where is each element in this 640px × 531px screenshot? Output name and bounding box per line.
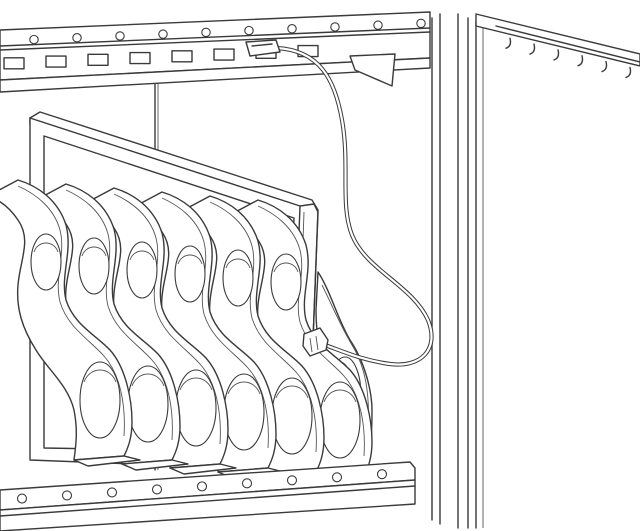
divider-cutout-lower bbox=[319, 381, 361, 459]
door-rail-hook bbox=[577, 55, 584, 67]
divider-cutout-lower-rim bbox=[227, 381, 261, 395]
divider-cutout-upper-rim bbox=[33, 242, 59, 253]
door-rail bbox=[475, 13, 640, 79]
divider-cutout-lower-rim bbox=[179, 377, 213, 391]
door-rail-hook bbox=[625, 66, 632, 79]
divider-cutout-lower-rim bbox=[323, 389, 357, 403]
divider-foot bbox=[121, 459, 189, 471]
usb-cable bbox=[245, 39, 434, 367]
door-rail-hook bbox=[529, 43, 536, 55]
bottom-rail-hole bbox=[376, 469, 388, 480]
divider-cutout-upper-rim bbox=[81, 246, 107, 257]
top-rail-slot bbox=[171, 50, 193, 63]
divider-cutout-upper bbox=[78, 237, 110, 295]
top-rail-hole bbox=[287, 24, 297, 34]
divider-cutout-lower bbox=[127, 365, 169, 443]
bottom-rail-hole bbox=[286, 475, 298, 486]
bottom-rail-hole bbox=[61, 490, 73, 501]
top-rail-hole bbox=[158, 29, 168, 39]
divider-cutout-upper bbox=[222, 249, 254, 307]
divider-cutout-lower-rim bbox=[83, 369, 117, 383]
divider-cutout-upper bbox=[270, 253, 302, 311]
divider-foot bbox=[169, 463, 237, 475]
top-rail-hole bbox=[330, 22, 340, 32]
door-rail-hook bbox=[601, 60, 608, 73]
top-rail bbox=[0, 11, 431, 93]
divider-cutout-upper-rim bbox=[177, 254, 203, 265]
bottom-rail-holes bbox=[16, 469, 388, 504]
divider-cutout-lower-rim bbox=[275, 385, 309, 399]
bottom-rail-hole bbox=[151, 484, 163, 495]
divider-cutout-upper-rim bbox=[225, 258, 251, 269]
top-rail-hole bbox=[115, 31, 125, 41]
top-rail-slot bbox=[213, 48, 235, 61]
divider bbox=[0, 179, 141, 467]
top-rail-hole bbox=[29, 34, 39, 45]
divider-foot bbox=[73, 455, 141, 467]
door-rail-hook bbox=[553, 49, 560, 61]
top-rail-hole bbox=[72, 33, 82, 43]
divider-cutout-upper bbox=[126, 241, 158, 299]
top-rail-holes bbox=[29, 18, 426, 45]
divider-cutout-lower bbox=[271, 377, 313, 455]
divider-cutout-lower bbox=[223, 373, 265, 451]
divider-cutout-upper bbox=[174, 245, 206, 303]
slot-dividers bbox=[0, 179, 381, 487]
bottom-rail bbox=[0, 461, 416, 531]
divider-cutout-lower bbox=[175, 369, 217, 447]
divider-cutout-upper-rim bbox=[273, 262, 299, 273]
top-rail-hole bbox=[244, 25, 254, 36]
top-rail-hole bbox=[201, 27, 211, 38]
divider-cutout-lower bbox=[79, 361, 121, 439]
divider-cutout-lower-rim bbox=[131, 373, 165, 387]
divider bbox=[35, 183, 189, 471]
top-rail-slot bbox=[129, 51, 151, 65]
top-rail-slot bbox=[3, 57, 25, 70]
top-rail-hole bbox=[416, 18, 426, 29]
bottom-rail-hole bbox=[331, 472, 343, 483]
divider bbox=[179, 195, 333, 483]
cabinet-frame bbox=[154, 13, 484, 529]
bottom-rail-hole bbox=[196, 481, 208, 492]
divider-cutout-upper bbox=[30, 233, 62, 291]
top-rail-slot bbox=[45, 55, 67, 68]
door-rail-hooks bbox=[505, 37, 632, 79]
divider-cutout-upper-rim bbox=[129, 250, 155, 261]
door-rail-hook bbox=[505, 37, 512, 49]
usb-plug-tablet bbox=[302, 327, 329, 357]
bottom-rail-hole bbox=[16, 493, 28, 504]
top-rail-slot bbox=[87, 53, 109, 67]
bottom-rail-hole bbox=[241, 478, 253, 489]
bottom-rail-hole bbox=[106, 487, 118, 498]
top-rail-hole bbox=[373, 20, 383, 30]
